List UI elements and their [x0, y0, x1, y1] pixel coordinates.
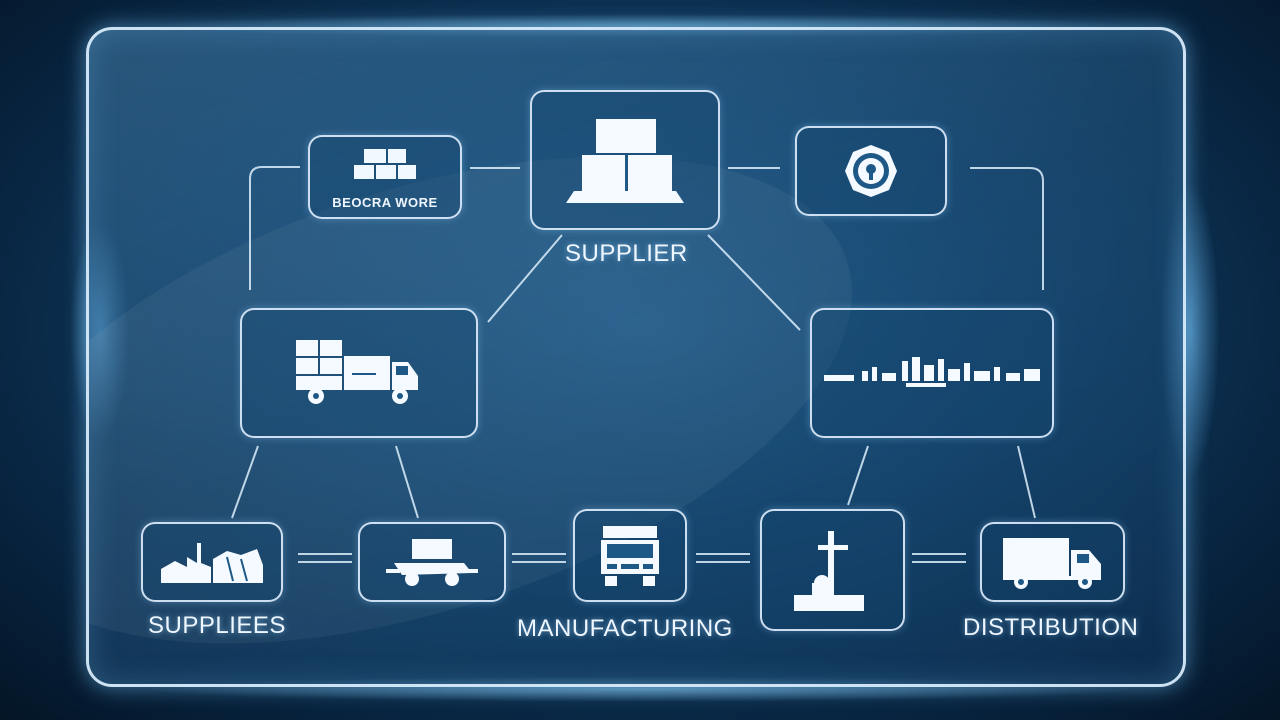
top-left-node-caption: BEOCRA WORE	[332, 195, 438, 210]
node-middle-left[interactable]	[240, 308, 478, 438]
node-bottom-1[interactable]	[141, 522, 283, 602]
crane-icon	[793, 531, 864, 611]
manufacturing-label: MANUFACTURING	[517, 615, 733, 642]
box-truck-icon	[1002, 538, 1101, 589]
factory-icon	[161, 543, 263, 583]
node-middle-right[interactable]	[810, 308, 1054, 438]
delivery-truck-icon	[296, 340, 418, 404]
truck-front-icon	[601, 525, 659, 586]
node-top-left[interactable]: BEOCRA WORE	[308, 135, 462, 219]
gear-badge-icon	[845, 145, 897, 197]
distribution-label: DISTRIBUTION	[963, 614, 1139, 641]
supplier-label: SUPPLIER	[565, 240, 688, 267]
node-bottom-3[interactable]	[573, 509, 687, 602]
forklift-icon	[386, 539, 478, 586]
boxes-icon	[354, 149, 416, 179]
node-bottom-4[interactable]	[760, 509, 905, 631]
node-bottom-5[interactable]	[980, 522, 1125, 602]
city-skyline-icon	[824, 357, 1040, 387]
suppliers-label: SUPPLIEES	[148, 612, 286, 639]
node-supplier[interactable]	[530, 90, 720, 230]
node-bottom-2[interactable]	[358, 522, 506, 602]
node-top-right[interactable]	[795, 126, 947, 216]
warehouse-pallet-icon	[566, 119, 684, 203]
